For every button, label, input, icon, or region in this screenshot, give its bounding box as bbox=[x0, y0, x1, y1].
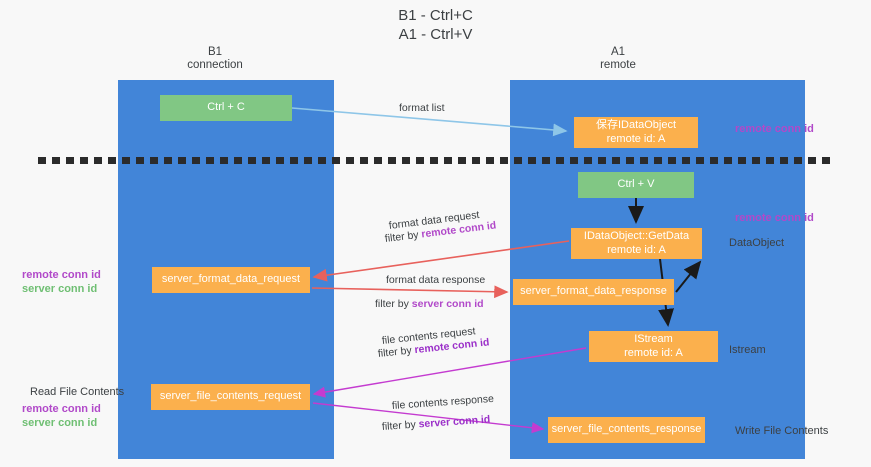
annotation-server-conn-id-2: server conn id bbox=[22, 417, 98, 429]
annotation-remote-conn-id-top: remote conn id bbox=[735, 123, 814, 135]
filter-by-text-2: filter by bbox=[375, 298, 412, 310]
arrow-file-contents-request bbox=[312, 347, 587, 398]
annotation-istream: Istream bbox=[729, 344, 766, 356]
annotation-remote-conn-id: remote conn id bbox=[22, 269, 101, 281]
node-server-format-data-response[interactable]: server_format_data_response bbox=[513, 279, 674, 305]
annotation-dataobject: DataObject bbox=[729, 237, 785, 249]
annotation-server-conn-id: server conn id bbox=[22, 283, 98, 295]
diagram-title: B1 - Ctrl+C A1 - Ctrl+V bbox=[398, 7, 473, 43]
arrow-format-list bbox=[291, 107, 568, 137]
node-idataobject-getdata[interactable]: IDataObject::GetData remote id: A bbox=[571, 228, 702, 259]
annotation-conn-id-stack-bottom: remote conn id server conn id bbox=[22, 402, 101, 430]
edge-label-format-list: format list bbox=[399, 102, 445, 114]
node-istream[interactable]: IStream remote id: A bbox=[589, 331, 718, 362]
annotation-conn-id-stack-top: remote conn id server conn id bbox=[22, 268, 101, 296]
arrow-response-to-getdata bbox=[675, 260, 702, 293]
column-header-a1: A1 remote bbox=[600, 46, 636, 71]
filter-by-text-4: filter by bbox=[381, 418, 420, 433]
annotation-remote-conn-id-mid: remote conn id bbox=[735, 212, 814, 224]
annotation-write-file-contents: Write File Contents bbox=[735, 425, 829, 437]
annotation-remote-conn-id-2: remote conn id bbox=[22, 403, 101, 415]
edge-label-format-data-response: format data response bbox=[386, 274, 486, 286]
arrow-format-data-request bbox=[312, 240, 570, 282]
filter-by-text-3: filter by bbox=[377, 344, 416, 360]
column-header-b1: B1 connection bbox=[187, 46, 243, 71]
edge-label-filter-by-server-conn-id-1: filter by server conn id bbox=[375, 298, 484, 311]
node-save-idataobject[interactable]: 保存IDataObject remote id: A bbox=[574, 117, 698, 148]
node-server-file-contents-response[interactable]: server_file_contents_response bbox=[548, 417, 705, 443]
divider-dashed-line bbox=[38, 157, 835, 164]
node-ctrl-c[interactable]: Ctrl + C bbox=[160, 95, 292, 121]
server-conn-id-text-1: server conn id bbox=[411, 298, 484, 310]
annotation-read-file-contents: Read File Contents bbox=[30, 386, 125, 398]
node-ctrl-v[interactable]: Ctrl + V bbox=[578, 172, 694, 198]
arrow-file-contents-response bbox=[312, 402, 545, 434]
node-server-file-contents-request[interactable]: server_file_contents_request bbox=[151, 384, 310, 410]
arrow-format-data-response bbox=[311, 285, 509, 299]
node-server-format-data-request[interactable]: server_format_data_request bbox=[152, 267, 310, 293]
